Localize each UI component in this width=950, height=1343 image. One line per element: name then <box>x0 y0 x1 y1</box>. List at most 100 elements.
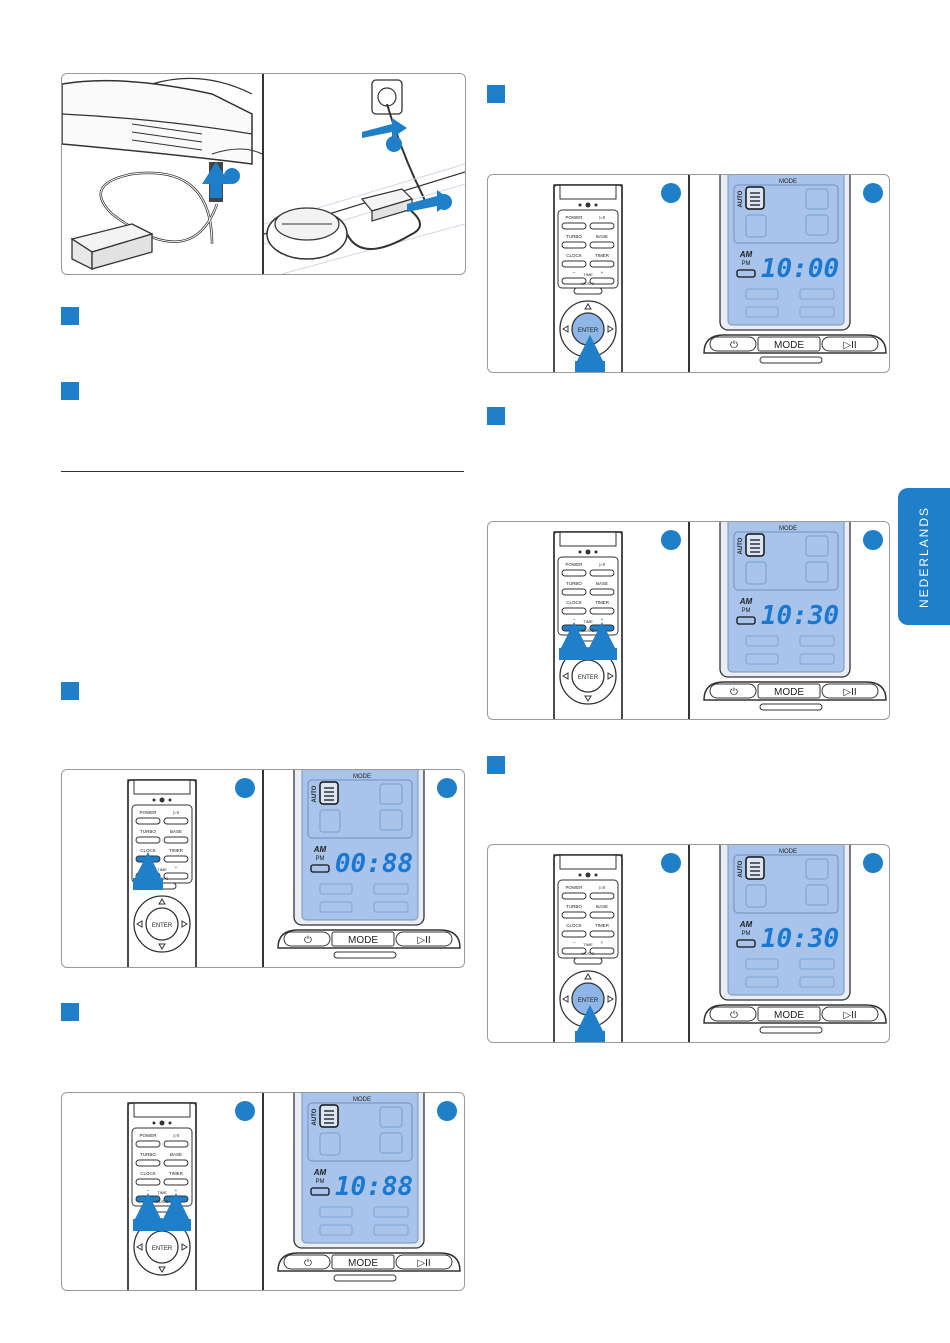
base-button[interactable] <box>821 683 879 699</box>
svg-text:TIMER: TIMER <box>169 1171 184 1176</box>
svg-text:–: – <box>147 1188 150 1193</box>
svg-text:ENTER: ENTER <box>578 998 599 1004</box>
svg-text:AM: AM <box>313 1168 327 1177</box>
base-button[interactable] <box>821 1006 879 1022</box>
remote-button[interactable] <box>589 241 615 249</box>
remote-button[interactable] <box>163 817 189 825</box>
svg-text:TIMER: TIMER <box>595 600 610 605</box>
remote-button[interactable] <box>561 222 587 230</box>
base-button[interactable] <box>757 683 821 699</box>
svg-text:▷II: ▷II <box>843 340 856 351</box>
base-button[interactable] <box>709 336 757 352</box>
remote-button[interactable] <box>163 1159 189 1167</box>
remote-button[interactable] <box>589 607 615 615</box>
svg-text:MODE: MODE <box>774 1010 804 1021</box>
base-button[interactable] <box>331 931 395 947</box>
svg-text:AUTO: AUTO <box>312 1108 318 1125</box>
svg-text:MODE: MODE <box>779 526 797 532</box>
svg-text:–: – <box>573 617 576 622</box>
base-button[interactable] <box>757 1006 821 1022</box>
remote-button[interactable] <box>135 1140 161 1148</box>
remote-button[interactable] <box>561 588 587 596</box>
svg-text:TIME: TIME <box>157 867 167 872</box>
step-marker <box>61 682 79 700</box>
adapter-illustration <box>62 74 465 274</box>
remote-button[interactable] <box>589 277 615 285</box>
base-button[interactable] <box>283 931 331 947</box>
remote-button[interactable] <box>589 222 615 230</box>
svg-text:MODE: MODE <box>353 774 371 780</box>
svg-text:▷II: ▷II <box>599 215 605 220</box>
remote-button[interactable] <box>589 930 615 938</box>
svg-text:PM: PM <box>742 931 751 937</box>
remote-button[interactable] <box>135 836 161 844</box>
step-marker <box>487 756 505 774</box>
svg-text:PM: PM <box>316 856 325 862</box>
remote-button[interactable] <box>589 588 615 596</box>
remote-button[interactable] <box>561 930 587 938</box>
language-tab-label: NEDERLANDS <box>917 505 931 608</box>
base-button[interactable] <box>283 1254 331 1270</box>
remote-button[interactable] <box>561 607 587 615</box>
svg-text:PM: PM <box>742 261 751 267</box>
remote-button[interactable] <box>163 872 189 880</box>
svg-text:POWER: POWER <box>139 810 157 815</box>
svg-text:TURBO: TURBO <box>140 829 156 834</box>
svg-text:MODE: MODE <box>774 340 804 351</box>
svg-text:MODE: MODE <box>348 935 378 946</box>
base-button[interactable] <box>709 683 757 699</box>
svg-text:BASE: BASE <box>596 581 608 586</box>
step-marker <box>61 382 79 400</box>
remote-button[interactable] <box>163 1178 189 1186</box>
base-button[interactable] <box>395 931 453 947</box>
base-button[interactable] <box>757 336 821 352</box>
remote-button[interactable] <box>135 817 161 825</box>
base-button-bar: ⏻MODE▷II <box>703 334 887 364</box>
remote-button[interactable] <box>135 1159 161 1167</box>
adapter-illustration-panel <box>61 73 466 275</box>
remote-button[interactable] <box>561 947 587 955</box>
remote-button[interactable] <box>163 836 189 844</box>
step-marker <box>61 307 79 325</box>
svg-text:AUTO: AUTO <box>312 785 318 802</box>
svg-text:TIME: TIME <box>583 272 593 277</box>
remote-button[interactable] <box>589 911 615 919</box>
enter-button[interactable] <box>145 907 179 941</box>
base-button[interactable] <box>709 1006 757 1022</box>
base-button[interactable] <box>821 336 879 352</box>
remote-button[interactable] <box>589 569 615 577</box>
remote-button[interactable] <box>589 947 615 955</box>
remote-button[interactable] <box>561 260 587 268</box>
remote-button[interactable] <box>589 260 615 268</box>
remote-button[interactable] <box>561 911 587 919</box>
svg-text:CLOCK: CLOCK <box>140 1171 156 1176</box>
base-button-bar: ⏻MODE▷II <box>703 681 887 711</box>
svg-text:⏻: ⏻ <box>730 687 738 698</box>
remote-button[interactable] <box>561 241 587 249</box>
remote-button[interactable] <box>163 1140 189 1148</box>
svg-text:AM: AM <box>739 597 753 606</box>
svg-text:CLOCK: CLOCK <box>566 923 582 928</box>
remote-button[interactable] <box>163 855 189 863</box>
base-button[interactable] <box>395 1254 453 1270</box>
remote-button[interactable] <box>561 892 587 900</box>
svg-text:CLOCK: CLOCK <box>140 848 156 853</box>
language-tab: NEDERLANDS <box>898 488 950 625</box>
svg-text:TIMER: TIMER <box>169 848 184 853</box>
svg-text:MODE: MODE <box>353 1097 371 1103</box>
svg-text:AUTO: AUTO <box>738 860 744 877</box>
remote-button[interactable] <box>135 1178 161 1186</box>
svg-text:AUTO: AUTO <box>738 190 744 207</box>
remote-button[interactable] <box>589 892 615 900</box>
remote-button[interactable] <box>561 277 587 285</box>
remote-button[interactable] <box>561 569 587 577</box>
svg-text:⏻: ⏻ <box>304 935 312 946</box>
base-button[interactable] <box>331 1254 395 1270</box>
svg-text:▷II: ▷II <box>599 562 605 567</box>
